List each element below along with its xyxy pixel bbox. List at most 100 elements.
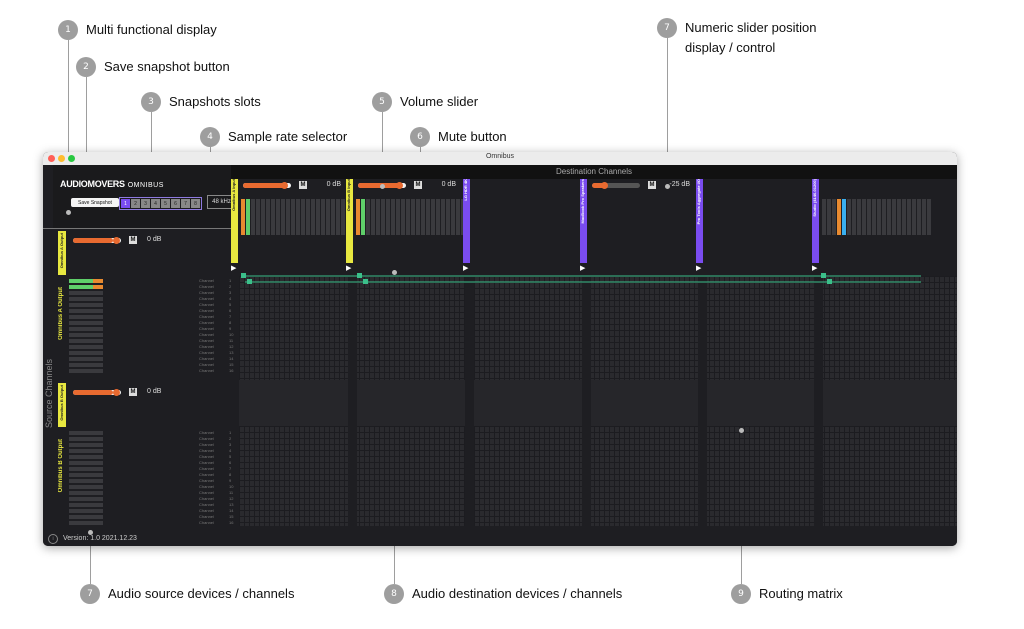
- mute-button[interactable]: M: [129, 236, 137, 244]
- channel-name: Channel: [199, 302, 214, 307]
- volume-slider[interactable]: [592, 182, 640, 189]
- channel-name: Channel: [199, 466, 214, 471]
- db-value-display[interactable]: 0 dB: [441, 181, 456, 188]
- snapshot-slot-1[interactable]: 1: [121, 199, 130, 208]
- snapshot-slot-7[interactable]: 7: [181, 199, 190, 208]
- channel-name: Channel: [199, 320, 214, 325]
- mute-button[interactable]: M: [414, 181, 422, 189]
- channel-meter: [69, 455, 103, 459]
- channel-name: Channel: [199, 284, 214, 289]
- play-icon[interactable]: ▶: [696, 265, 702, 272]
- mute-button[interactable]: M: [648, 181, 656, 189]
- mute-button[interactable]: M: [129, 388, 137, 396]
- mute-button[interactable]: M: [299, 181, 307, 189]
- info-icon[interactable]: i: [48, 534, 58, 544]
- db-value-display[interactable]: 0 dB: [326, 181, 341, 188]
- snapshot-slot-2[interactable]: 2: [131, 199, 140, 208]
- volume-slider[interactable]: [73, 389, 121, 396]
- callout-label: Sample rate selector: [228, 129, 348, 144]
- route-node: [241, 273, 246, 278]
- channel-meter: [69, 497, 103, 501]
- snapshot-slot-3[interactable]: 3: [141, 199, 150, 208]
- minimize-window-button[interactable]: [58, 155, 65, 162]
- level-meter: [426, 199, 430, 235]
- matrix-column-gap: [698, 276, 707, 526]
- volume-knob[interactable]: [601, 182, 608, 189]
- callout-label: Save snapshot button: [104, 59, 230, 74]
- snapshot-slot-4[interactable]: 4: [151, 199, 160, 208]
- volume-knob[interactable]: [113, 237, 120, 244]
- channel-name: Channel: [199, 350, 214, 355]
- volume-fill: [358, 183, 399, 188]
- level-meter: [291, 199, 295, 235]
- volume-slider[interactable]: [73, 237, 121, 244]
- snapshot-slot-6[interactable]: 6: [171, 199, 180, 208]
- db-value-display[interactable]: 0 dB: [147, 236, 162, 243]
- destination-header: Destination Channels: [231, 165, 957, 179]
- snapshot-slot-5[interactable]: 5: [161, 199, 170, 208]
- target-dot: [665, 184, 670, 189]
- level-meter: [892, 199, 896, 235]
- version-text: Version: 1.0 2021.12.23: [63, 535, 137, 542]
- leader-line: [151, 112, 152, 182]
- channel-meter: [69, 303, 103, 307]
- zoom-window-button[interactable]: [68, 155, 75, 162]
- play-icon[interactable]: ▶: [812, 265, 818, 272]
- channel-number: 6: [229, 308, 232, 313]
- play-icon[interactable]: ▶: [346, 265, 352, 272]
- callout-save-snapshot: 2 Save snapshot button: [76, 57, 230, 77]
- play-icon[interactable]: ▶: [580, 265, 586, 272]
- volume-knob[interactable]: [280, 182, 288, 189]
- channel-name: Channel: [199, 490, 214, 495]
- close-window-button[interactable]: [48, 155, 55, 162]
- channel-name: Channel: [199, 296, 214, 301]
- destination-name: MacBook Pro Speakers: [580, 179, 585, 224]
- play-icon[interactable]: ▶: [231, 265, 237, 272]
- callout-audio-sources: 7 Audio source devices / channels: [80, 584, 294, 604]
- volume-knob[interactable]: [113, 389, 120, 396]
- level-meter: [446, 199, 450, 235]
- save-snapshot-button[interactable]: Save Snapshot: [71, 198, 119, 207]
- volume-knob[interactable]: [395, 182, 403, 189]
- play-icon[interactable]: ▶: [463, 265, 469, 272]
- snapshot-slot-8[interactable]: 8: [191, 199, 200, 208]
- db-value-display[interactable]: 0 dB: [147, 388, 162, 395]
- destination-label: Pro Tools Aggregate I/O: [696, 179, 703, 263]
- channel-number: 11: [229, 338, 234, 343]
- db-value-display[interactable]: -25 dB: [669, 181, 690, 188]
- volume-slider[interactable]: [243, 182, 291, 189]
